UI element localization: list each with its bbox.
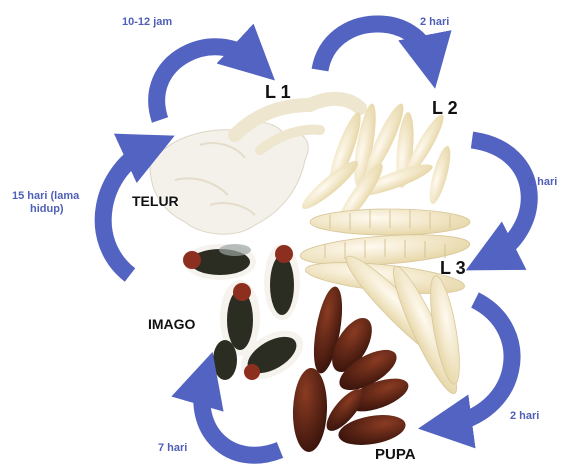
stage-label-l1: L 1 [265, 82, 291, 103]
arrow-telur-to-l1 [157, 47, 255, 120]
duration-pupa-to-imago: 7 hari [158, 442, 187, 455]
duration-imago-to-telur-line1: 15 hari (lama [12, 190, 79, 203]
duration-imago-to-telur-line2: hidup) [12, 203, 79, 216]
arrow-pupa-to-imago [202, 378, 280, 455]
duration-l2-to-l3: 2 hari [528, 176, 557, 189]
stage-label-imago: IMAGO [148, 316, 195, 332]
stage-label-telur: TELUR [132, 193, 179, 209]
fly-2 [264, 244, 300, 320]
duration-l3-to-pupa: 2 hari [510, 410, 539, 423]
duration-l1-to-l2: 2 hari [420, 16, 449, 29]
arrow-l1-to-l2 [320, 24, 430, 70]
stage-label-l3: L 3 [440, 258, 466, 279]
duration-telur-to-l1: 10-12 jam [122, 16, 172, 29]
adult-flies [183, 244, 311, 389]
stage-label-pupa: PUPA [375, 446, 416, 463]
duration-imago-to-telur: 15 hari (lama hidup) [12, 190, 79, 216]
fly-5 [213, 340, 237, 380]
fly-1 [183, 244, 256, 280]
arrow-l2-to-l3 [472, 140, 529, 258]
stage-label-l2: L 2 [432, 98, 458, 119]
arrow-imago-to-telur [103, 147, 150, 275]
